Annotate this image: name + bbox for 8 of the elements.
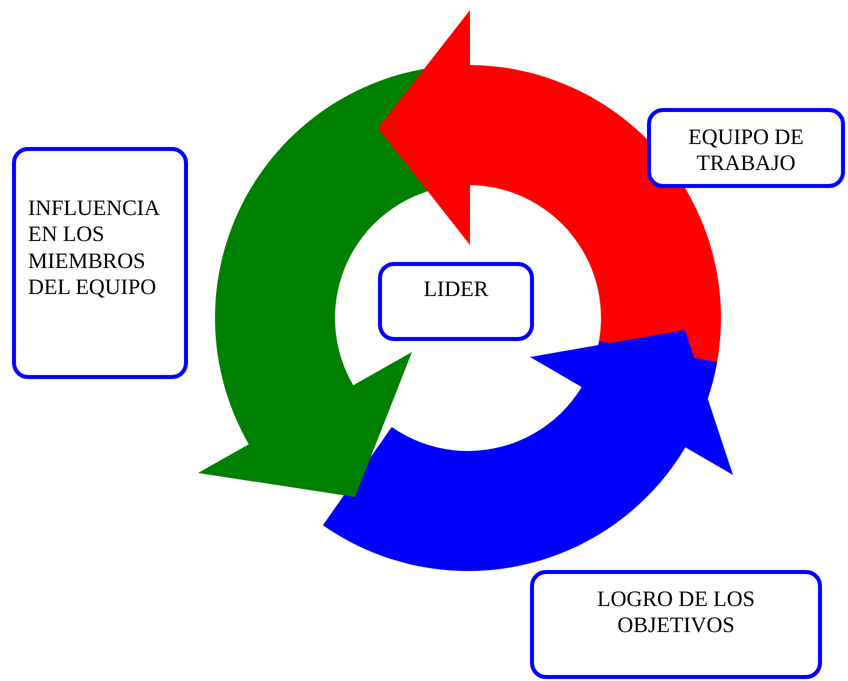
box-label: LIDER <box>424 276 488 302</box>
box-label: INFLUENCIA EN LOS MIEMBROS DEL EQUIPO <box>28 195 160 301</box>
box-label: LOGRO DE LOS OBJETIVOS <box>596 586 756 639</box>
box-label: EQUIPO DE TRABAJO <box>687 124 805 177</box>
text-box <box>530 570 822 679</box>
text-box <box>12 147 188 379</box>
text-box <box>647 108 845 188</box>
text-box <box>378 262 534 341</box>
